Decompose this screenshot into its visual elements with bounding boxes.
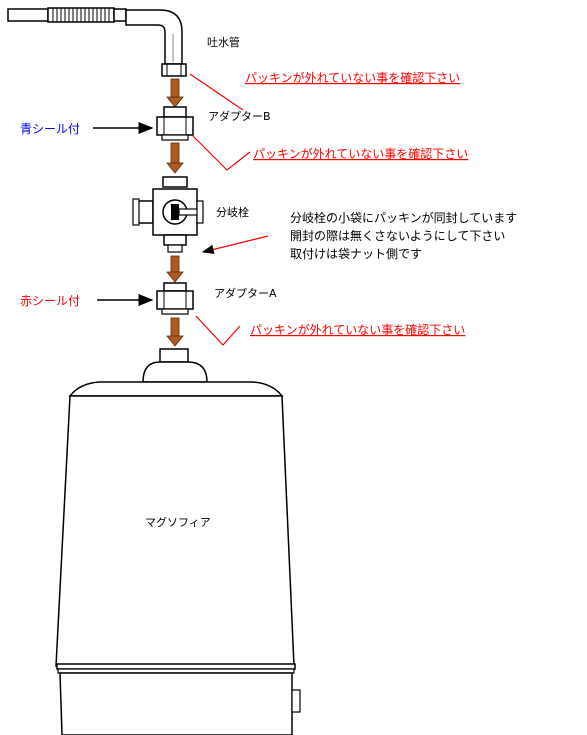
blue-seal-label: 青シール付 <box>20 122 80 136</box>
flow-arrow-3 <box>166 255 184 283</box>
adapter-a-label: アダプターA <box>214 286 277 300</box>
adapter-a <box>156 282 194 315</box>
callout-line-3 <box>195 315 241 346</box>
branch-valve <box>132 176 204 253</box>
branch-note-line-1: 分岐栓の小袋にパッキンが同封しています <box>290 210 517 225</box>
packing-note-2: パッキンが外れていない事を確認下さい <box>253 146 468 161</box>
flow-arrow-2 <box>166 142 184 174</box>
adapter-b <box>156 106 194 141</box>
flow-arrow-4 <box>166 317 184 347</box>
branch-valve-label: 分岐栓 <box>216 205 249 219</box>
branch-note-line-3: 取付けは袋ナット側です <box>290 247 422 261</box>
main-unit-label: マグソフィア <box>145 515 211 529</box>
branch-note-arrow <box>201 235 269 255</box>
adapter-b-label: アダプターB <box>208 109 271 123</box>
spout-pipe <box>7 7 187 77</box>
packing-note-1: パッキンが外れていない事を確認下さい <box>245 70 460 85</box>
flow-arrow-1 <box>166 78 184 108</box>
main-unit <box>55 348 301 735</box>
callout-line-2 <box>192 135 251 171</box>
packing-note-3: パッキンが外れていない事を確認下さい <box>250 322 465 337</box>
spout-label: 吐水管 <box>207 35 240 49</box>
branch-note-line-2: 開封の際は無くさないようにして下さい <box>290 228 505 243</box>
callout-line-1 <box>189 73 244 111</box>
red-seal-label: 赤シール付 <box>20 294 80 308</box>
